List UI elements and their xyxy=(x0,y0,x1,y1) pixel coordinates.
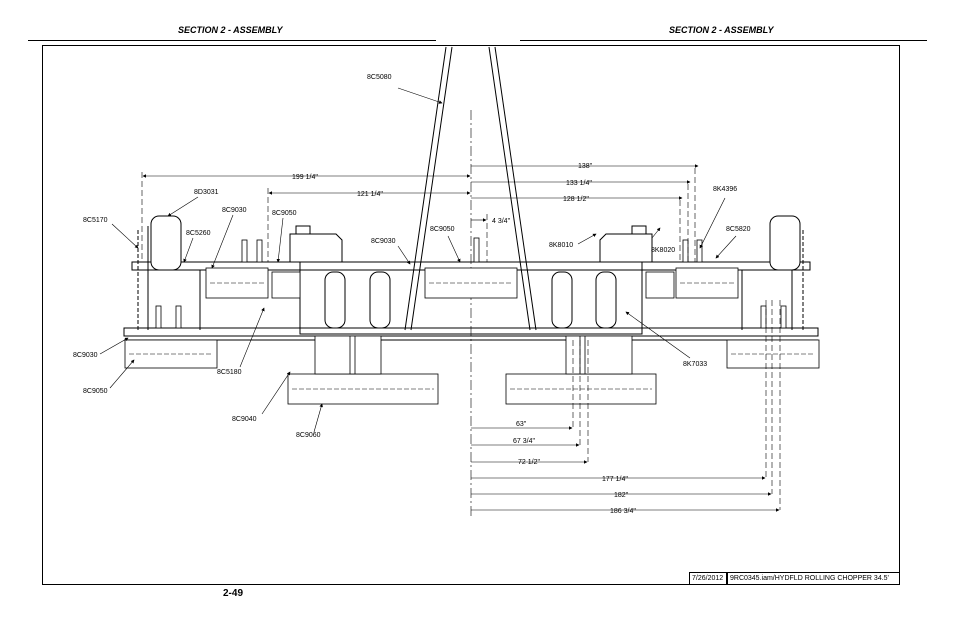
part-label-8c9050-upper: 8C9050 xyxy=(272,210,297,217)
lift-slings xyxy=(404,46,537,331)
drawing-frame xyxy=(42,45,900,585)
section-header-left: SECTION 2 - ASSEMBLY xyxy=(178,25,283,35)
part-label-8c9040: 8C9040 xyxy=(232,416,257,423)
title-block-date: 7/26/2012 xyxy=(689,572,727,585)
part-label-8k4396: 8K4396 xyxy=(713,186,737,193)
dim-128-1-2: 128 1/2" xyxy=(563,196,589,203)
part-label-8c9050-center: 8C9050 xyxy=(430,226,455,233)
dim-186-3-4: 186 3/4" xyxy=(610,508,636,515)
dim-133-1-4: 133 1/4" xyxy=(566,180,592,187)
dim-177-1-4: 177 1/4" xyxy=(602,476,628,483)
part-label-8c9030-center: 8C9030 xyxy=(371,238,396,245)
part-label-8c5820: 8C5820 xyxy=(726,226,751,233)
dimension-labels: 138" 133 1/4" 128 1/2" 199 1/4" 121 1/4"… xyxy=(292,163,636,515)
part-labels: 8C5080 8D3031 8C9030 8C9050 8C5170 8C526… xyxy=(73,74,751,439)
part-label-8k8020: 8K8020 xyxy=(651,247,675,254)
dim-199-1-4: 199 1/4" xyxy=(292,174,318,181)
section-header-right: SECTION 2 - ASSEMBLY xyxy=(669,25,774,35)
dim-182: 182" xyxy=(614,492,629,499)
dim-121-1-4: 121 1/4" xyxy=(357,191,383,198)
dim-63: 63" xyxy=(516,421,527,428)
hydraulic-posts xyxy=(155,237,787,375)
dimension-lines xyxy=(142,164,780,512)
part-label-8k8010: 8K8010 xyxy=(549,242,573,249)
drum-detail xyxy=(129,282,815,390)
part-label-8c9030-lower: 8C9030 xyxy=(73,352,98,359)
part-label-8k7033: 8K7033 xyxy=(683,361,707,368)
leader-lines xyxy=(99,87,737,433)
header-rule-left xyxy=(28,40,436,41)
part-label-8c9050-lower: 8C9050 xyxy=(83,388,108,395)
part-label-8d3031: 8D3031 xyxy=(194,189,219,196)
dim-72-1-2: 72 1/2" xyxy=(518,459,540,466)
part-label-8c5080: 8C5080 xyxy=(367,74,392,81)
page-number: 2-49 xyxy=(223,588,244,599)
title-block-filename: 9RC0345.iam/HYDFLD ROLLING CHOPPER 34.5' xyxy=(727,572,900,585)
part-label-8c9030-upper: 8C9030 xyxy=(222,207,247,214)
dim-67-3-4: 67 3/4" xyxy=(513,438,535,445)
header-rule-right xyxy=(520,40,927,41)
part-label-8c5170: 8C5170 xyxy=(83,217,108,224)
tires xyxy=(150,215,801,329)
dim-4-3-4: 4 3/4" xyxy=(492,218,511,225)
part-label-8c5180: 8C5180 xyxy=(217,369,242,376)
dim-138: 138" xyxy=(578,163,593,170)
dimension-extensions xyxy=(141,168,781,510)
brackets xyxy=(289,225,653,262)
part-label-8c5260: 8C5260 xyxy=(186,230,211,237)
part-label-8c9060: 8C9060 xyxy=(296,432,321,439)
